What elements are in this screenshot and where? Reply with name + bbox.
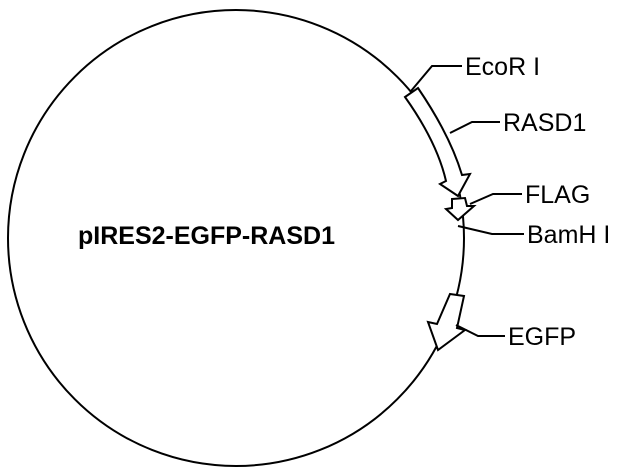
rasd1-label: RASD1 — [503, 109, 586, 137]
flag-arrow — [443, 196, 477, 222]
flag-label: FLAG — [525, 181, 590, 209]
flag-leader — [469, 193, 522, 205]
rasd1-arrow — [403, 86, 472, 198]
ecori-leader — [410, 65, 462, 92]
plasmid-name: pIRES2-EGFP-RASD1 — [78, 222, 335, 250]
egfp-label: EGFP — [508, 323, 576, 351]
egfp-arrow — [426, 292, 468, 352]
bamhi-label: BamH I — [527, 221, 610, 249]
egfp-leader — [455, 324, 505, 337]
ecori-label: EcoR I — [465, 53, 540, 81]
bamhi-leader — [457, 225, 524, 235]
plasmid-backbone — [7, 9, 465, 467]
rasd1-leader — [449, 121, 500, 134]
